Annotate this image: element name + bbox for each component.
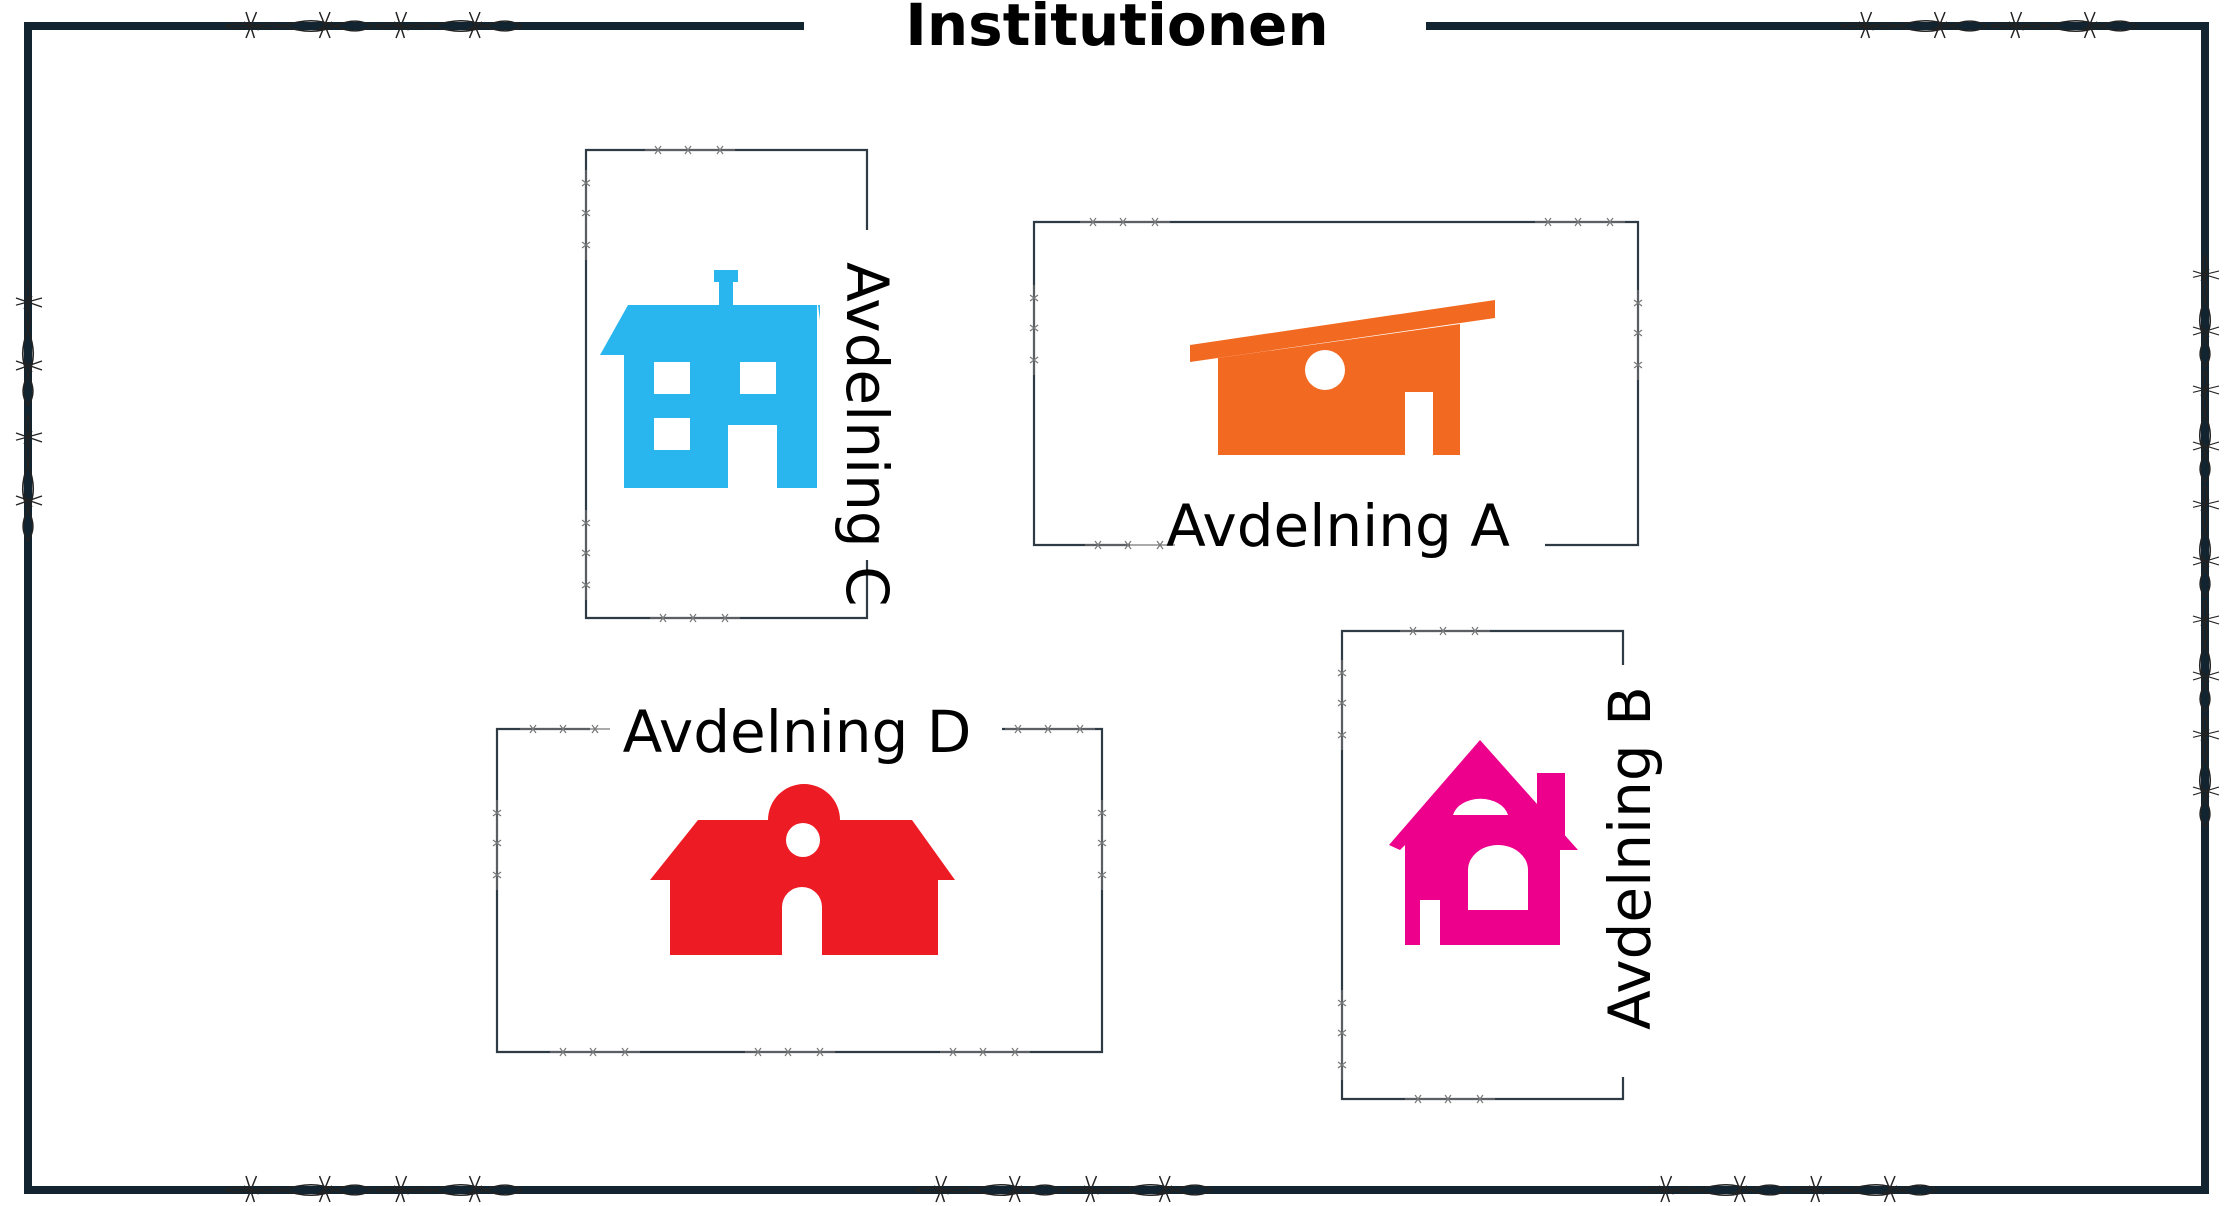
outer-fence — [15, 11, 2220, 1203]
house-gabled-chimney-icon — [1389, 740, 1578, 945]
outer-fence-left-top-line — [24, 22, 2209, 1194]
department-b-fence — [1340, 629, 1625, 1101]
institution-title: Institutionen — [905, 0, 1328, 59]
department-a-fence — [1032, 220, 1640, 547]
department-d: Avdelning D — [492, 698, 1107, 1057]
department-b: Avdelning B — [1337, 626, 1664, 1104]
department-b-label: Avdelning B — [1596, 686, 1664, 1030]
house-round-window-icon — [650, 784, 955, 955]
department-c: Avdelning C — [581, 145, 901, 623]
department-d-fence — [495, 727, 1104, 1054]
building-multistory-icon — [600, 270, 830, 488]
department-a: Avdelning A — [1029, 217, 1643, 560]
department-d-label: Avdelning D — [623, 698, 972, 766]
department-a-label: Avdelning A — [1166, 492, 1510, 560]
department-c-fence — [584, 148, 869, 620]
department-c-label: Avdelning C — [833, 262, 901, 607]
house-slanted-roof-icon — [1190, 300, 1495, 455]
